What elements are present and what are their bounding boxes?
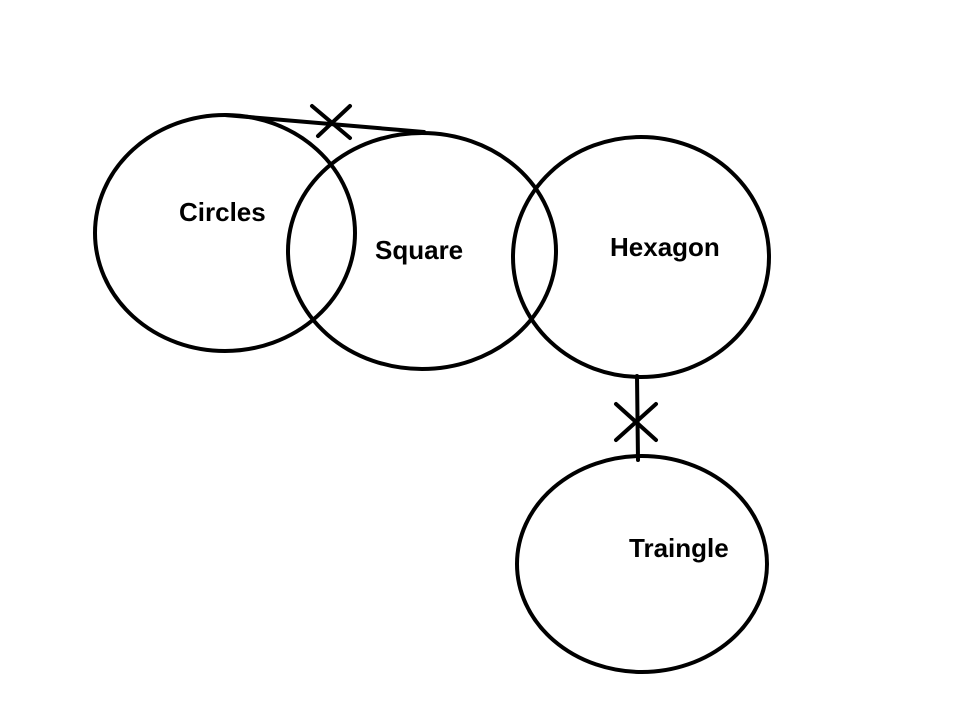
triangle-ellipse	[515, 454, 769, 674]
cross-marker-icon	[614, 402, 658, 442]
node-square: Square	[286, 131, 558, 371]
edge-circles-square	[223, 104, 426, 140]
circles-ellipse	[93, 113, 357, 353]
circles-label: Circles	[179, 197, 266, 227]
triangle-label: Traingle	[629, 533, 729, 563]
square-label: Square	[375, 235, 463, 265]
edge-circles-square-line	[223, 113, 426, 134]
node-triangle: Traingle	[515, 454, 769, 674]
hexagon-ellipse	[511, 135, 771, 379]
cross-marker-icon	[310, 104, 352, 140]
node-hexagon: Hexagon	[511, 135, 771, 379]
node-circles: Circles	[93, 113, 357, 353]
edge-hexagon-triangle	[614, 374, 658, 462]
hexagon-label: Hexagon	[610, 232, 720, 262]
